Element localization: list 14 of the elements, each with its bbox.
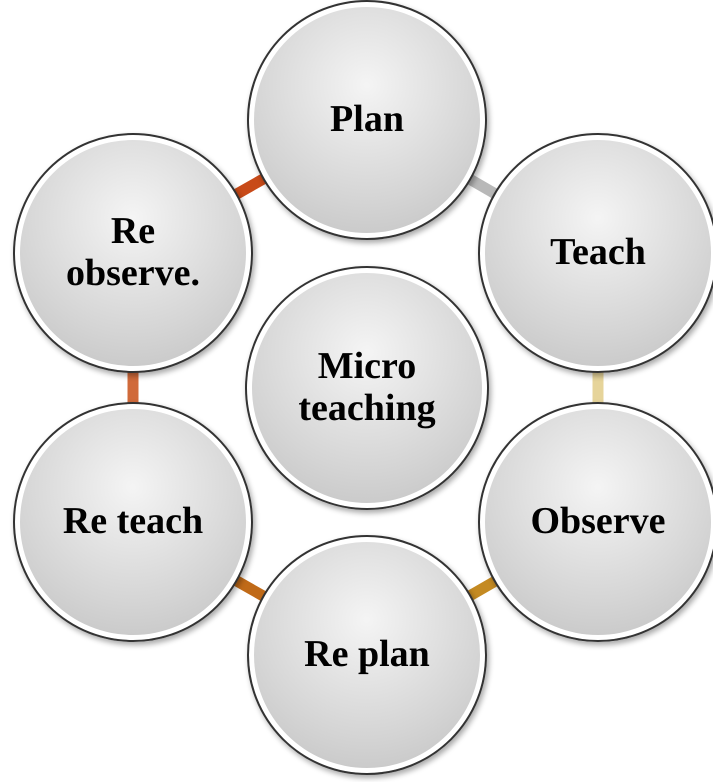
- node-label: Re observe.: [64, 211, 202, 295]
- node-label: Re teach: [62, 501, 204, 543]
- connector-bar: [232, 174, 268, 200]
- node-label: Re plan: [304, 634, 430, 676]
- node-label: Micro teaching: [297, 346, 437, 430]
- node-label: Teach: [550, 232, 646, 274]
- connector-bar: [592, 371, 604, 404]
- node-label: Observe: [530, 501, 666, 543]
- node-label: Plan: [330, 99, 404, 141]
- connector-bar: [466, 576, 498, 601]
- circle-node: [247, 0, 487, 240]
- connector-bar: [466, 174, 498, 199]
- connector-bar: [128, 371, 138, 404]
- connector-bar: [232, 576, 268, 602]
